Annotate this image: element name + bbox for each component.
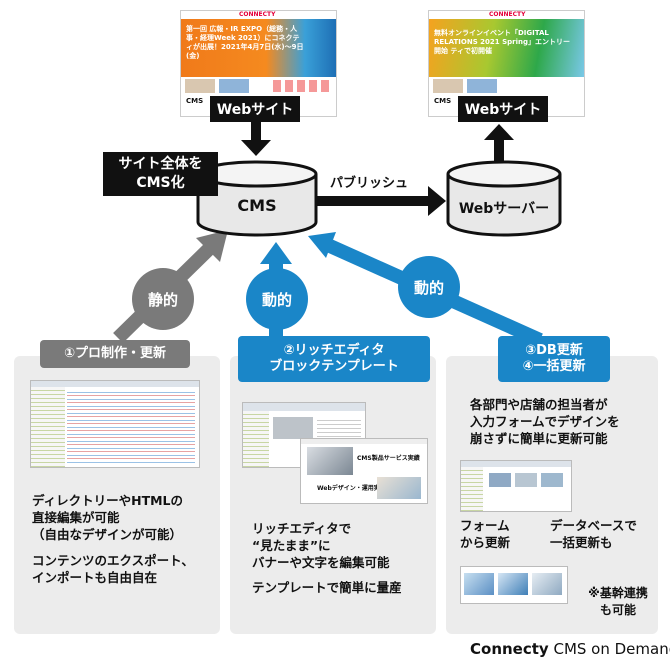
cms-label: CMS <box>237 196 277 215</box>
site-section-cms: CMS <box>186 97 204 105</box>
dynamic-badge-right: 動的 <box>398 256 460 318</box>
editor-code <box>67 389 195 465</box>
template-title: CMS製品サービス実績 <box>357 455 420 462</box>
arrow-publish <box>312 186 446 216</box>
template-header <box>301 439 427 444</box>
site-photo-2 <box>498 573 528 595</box>
panel-pro-editing-tag: ①プロ制作・更新 <box>40 340 190 368</box>
arrow-web-to-cms <box>241 120 271 156</box>
web-label-right: Webサイト <box>458 96 548 122</box>
input-form-screenshot <box>460 460 572 512</box>
site-brand: CONNECTY <box>489 11 526 18</box>
hero-banner: 無料オンラインイベント「DIGITAL RELATIONS 2021 Sprin… <box>429 19 584 77</box>
site-photo-1 <box>464 573 494 595</box>
site-section-cms: CMS <box>434 97 452 105</box>
form-update-label: フォーム から更新 <box>460 518 511 550</box>
static-badge: 静的 <box>132 268 194 330</box>
db-bulk-label: データベースで 一括更新も <box>550 518 637 550</box>
site-brand: CONNECTY <box>239 11 276 18</box>
dynamic-badge-left: 動的 <box>246 268 308 330</box>
panel-rich-editor-text-2: テンプレートで簡単に量産 <box>252 580 402 595</box>
site-photo-2 <box>467 79 497 93</box>
editor-toolbar <box>31 381 199 387</box>
template-screenshot: CMS製品サービス実績 Webデザイン・運用実績 <box>300 438 428 504</box>
form-toolbar <box>461 461 571 467</box>
site-to-cms-label: サイト全体を CMS化 <box>103 152 218 196</box>
editor-tree <box>31 387 65 467</box>
editor-toolbar <box>243 403 365 411</box>
panel-db-update-tag: ③DB更新 ④一括更新 <box>498 336 610 382</box>
editor-sidebar <box>243 411 269 467</box>
form-image-2 <box>515 473 537 487</box>
panel-pro-editing-text-1: ディレクトリーやHTMLの 直接編集が可能 （自由なデザインが可能） <box>32 493 184 542</box>
form-sidebar <box>461 467 483 511</box>
web-server-label: Webサーバー <box>458 201 550 217</box>
template-caption: Webデザイン・運用実績 <box>317 485 386 492</box>
site-photo-1 <box>185 79 215 93</box>
form-image-1 <box>489 473 511 487</box>
web-label-left: Webサイト <box>210 96 300 122</box>
panel-pro-editing-text-2: コンテンツのエクスポート、 インポートも自由自在 <box>32 553 194 585</box>
site-header: CONNECTY <box>181 11 336 19</box>
panel-rich-editor-text-1: リッチエディタで “見たまま”に バナーや文字を編集可能 <box>252 521 390 570</box>
publish-label: パブリッシュ <box>330 176 409 191</box>
footer-brand-name: Connecty <box>470 640 549 658</box>
cms-database-icon <box>196 160 318 237</box>
editor-image <box>273 417 313 439</box>
hero-banner: 第一回 広報・IR EXPO（総務・人事・経理Week 2021）にコネクティが… <box>181 19 336 77</box>
site-header: CONNECTY <box>429 11 584 19</box>
site-photo-3 <box>532 573 562 595</box>
site-photo-2 <box>219 79 249 93</box>
footer-logo: Connecty CMS on Demand <box>470 640 670 658</box>
web-server-icon <box>446 160 562 237</box>
site-logos <box>273 80 329 92</box>
footer-brand-suffix: CMS on Demand <box>553 640 670 658</box>
html-editor-screenshot <box>30 380 200 468</box>
template-image-2 <box>377 477 421 499</box>
template-hero-image <box>307 447 353 475</box>
hero-headline: 無料オンラインイベント「DIGITAL RELATIONS 2021 Sprin… <box>434 29 570 55</box>
panel-rich-editor-tag: ②リッチエディタ ブロックテンプレート <box>238 336 430 382</box>
core-integration-note: ※基幹連携 も可能 <box>588 586 648 617</box>
hero-headline: 第一回 広報・IR EXPO（総務・人事・経理Week 2021）にコネクティが… <box>186 25 304 60</box>
site-photo-1 <box>433 79 463 93</box>
arrow-server-to-web <box>484 124 514 162</box>
updated-site-screenshot <box>460 566 568 604</box>
panel-db-update-text-1: 各部門や店舗の担当者が 入力フォームでデザインを 崩さずに簡単に更新可能 <box>470 397 620 446</box>
form-image-3 <box>541 473 563 487</box>
